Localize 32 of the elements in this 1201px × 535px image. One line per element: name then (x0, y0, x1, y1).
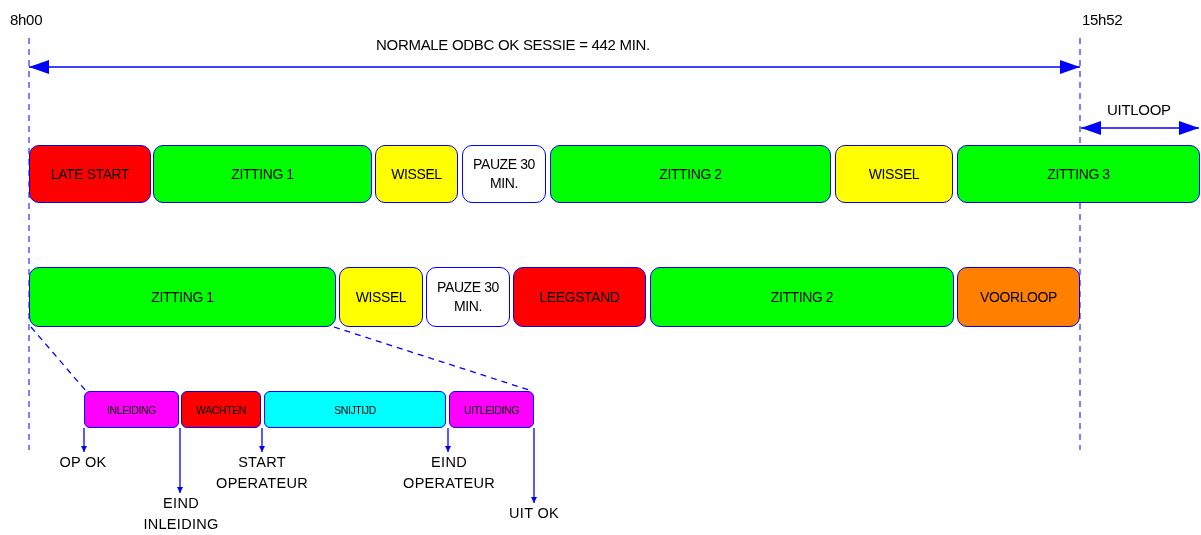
time-segment: ZITTING 2 (650, 267, 954, 327)
arrow (81, 427, 87, 453)
arrow (259, 427, 265, 453)
dimension-label: UITLOOP (1107, 101, 1171, 118)
time-segment: ZITTING 1 (29, 267, 336, 327)
dimension-label: NORMALE ODBC OK SESSIE = 442 MIN. (376, 36, 650, 53)
time-segment: WACHTEN (181, 391, 261, 428)
time-segment: PAUZE 30 MIN. (462, 145, 546, 203)
event-label: OP OK (48, 452, 118, 474)
time-segment: ZITTING 2 (550, 145, 831, 203)
time-segment: INLEIDING (84, 391, 179, 428)
time-segment: ZITTING 1 (153, 145, 372, 203)
time-label: 8h00 (10, 11, 43, 28)
arrow (531, 427, 537, 504)
arrow (445, 427, 451, 453)
arrow (177, 427, 183, 494)
event-label: EIND INLEIDING (131, 493, 231, 535)
time-segment: ZITTING 3 (957, 145, 1200, 203)
time-segment: SNIJTIJD (264, 391, 446, 428)
time-label: 15h52 (1082, 11, 1123, 28)
time-segment: PAUZE 30 MIN. (426, 267, 510, 327)
time-segment: WISSEL (375, 145, 458, 203)
time-segment: LEEGSTAND (513, 267, 646, 327)
time-segment: LATE START (29, 145, 151, 203)
time-segment: UITLEIDING (449, 391, 534, 428)
connector-line (30, 326, 87, 392)
time-segment: WISSEL (835, 145, 953, 203)
event-label: UIT OK (499, 503, 569, 525)
time-segment: WISSEL (339, 267, 423, 327)
time-segment: VOORLOOP (957, 267, 1080, 327)
event-label: START OPERATEUR (207, 452, 317, 494)
event-label: EIND OPERATEUR (394, 452, 504, 494)
